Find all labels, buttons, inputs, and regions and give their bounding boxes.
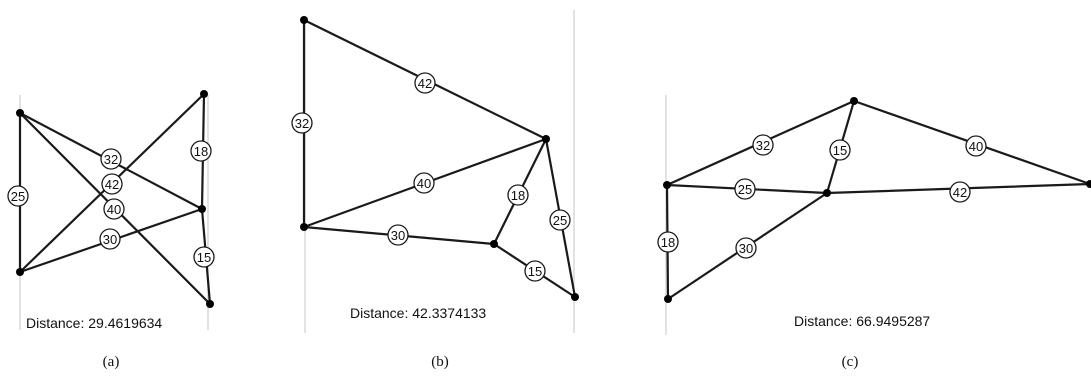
weight-badge — [507, 184, 529, 206]
weight-value: 42 — [418, 76, 432, 91]
edge-weight-label: 30 — [735, 237, 757, 259]
weight-badge — [291, 112, 313, 134]
edge-weight-label: 15 — [193, 246, 215, 268]
weight-value: 18 — [511, 188, 525, 203]
distance-label: Distance: 42.3374133 — [350, 305, 486, 321]
distance-label: Distance: 66.9495287 — [794, 313, 930, 329]
weight-value: 32 — [104, 152, 118, 167]
node-n5 — [198, 205, 206, 213]
weight-value: 40 — [969, 139, 983, 154]
edge-weight-label: 40 — [413, 172, 435, 194]
node-n4 — [490, 240, 498, 248]
edge-weight-label: 15 — [524, 260, 546, 282]
distance-label: Distance: 29.4619634 — [26, 315, 162, 331]
weight-badge — [549, 209, 571, 231]
weight-badge — [414, 72, 436, 94]
weight-badge — [524, 260, 546, 282]
weight-value: 15 — [833, 143, 847, 158]
edge-weight-label: 42 — [949, 181, 971, 203]
weight-value: 30 — [391, 228, 405, 243]
weight-badge — [193, 246, 215, 268]
node-n2 — [300, 223, 308, 231]
weight-value: 32 — [295, 116, 309, 131]
node-n2 — [850, 97, 858, 105]
weight-value: 40 — [107, 202, 121, 217]
weight-value: 42 — [105, 177, 119, 192]
edge-weight-label: 42 — [101, 173, 123, 195]
node-n3 — [542, 135, 550, 143]
weight-badge — [949, 181, 971, 203]
node-n2 — [16, 268, 24, 276]
edge-weight-label: 18 — [190, 140, 212, 162]
node-n1 — [300, 16, 308, 24]
edge-weight-label: 42 — [414, 72, 436, 94]
panel-caption: (b) — [431, 354, 449, 370]
node-n4 — [823, 189, 831, 197]
weight-badge — [101, 173, 123, 195]
node-n3 — [200, 90, 208, 98]
weight-value: 30 — [103, 232, 117, 247]
weight-value: 25 — [553, 213, 567, 228]
weight-value: 25 — [738, 182, 752, 197]
weight-value: 15 — [197, 250, 211, 265]
weight-badge — [734, 178, 756, 200]
edge-weight-label: 18 — [507, 184, 529, 206]
node-n1 — [663, 181, 671, 189]
weight-value: 18 — [661, 235, 675, 250]
weight-value: 40 — [417, 176, 431, 191]
panel-caption: (a) — [103, 354, 120, 370]
weight-value: 18 — [194, 144, 208, 159]
edge-weight-label: 40 — [103, 198, 125, 220]
node-n1 — [16, 109, 24, 117]
weight-badge — [657, 231, 679, 253]
edge-weight-label: 25 — [734, 178, 756, 200]
edge-weight-label: 18 — [657, 231, 679, 253]
node-n6 — [206, 300, 214, 308]
weight-badge — [7, 185, 29, 207]
weight-value: 30 — [739, 241, 753, 256]
weight-badge — [965, 135, 987, 157]
weight-value: 25 — [11, 189, 25, 204]
weight-badge — [752, 134, 774, 156]
weight-badge — [103, 198, 125, 220]
weight-badge — [100, 148, 122, 170]
edge-weight-label: 15 — [829, 139, 851, 161]
weight-badge — [413, 172, 435, 194]
edge-weight-label: 25 — [7, 185, 29, 207]
edge-weight-label: 30 — [387, 224, 409, 246]
weight-badge — [387, 224, 409, 246]
weight-badge — [99, 228, 121, 250]
edge-weight-label: 25 — [549, 209, 571, 231]
node-n5 — [664, 295, 672, 303]
weight-badge — [735, 237, 757, 259]
node-n3 — [1086, 180, 1091, 188]
weight-value: 15 — [528, 264, 542, 279]
edge-weight-label: 32 — [100, 148, 122, 170]
edge-weight-label: 40 — [965, 135, 987, 157]
edge-weight-label: 32 — [291, 112, 313, 134]
weight-badge — [829, 139, 851, 161]
weight-badge — [190, 140, 212, 162]
edge-weight-label: 30 — [99, 228, 121, 250]
weight-value: 42 — [953, 185, 967, 200]
edge-weight-label: 32 — [752, 134, 774, 156]
node-n5 — [571, 293, 579, 301]
panel-caption: (c) — [842, 354, 859, 370]
weight-value: 32 — [756, 138, 770, 153]
